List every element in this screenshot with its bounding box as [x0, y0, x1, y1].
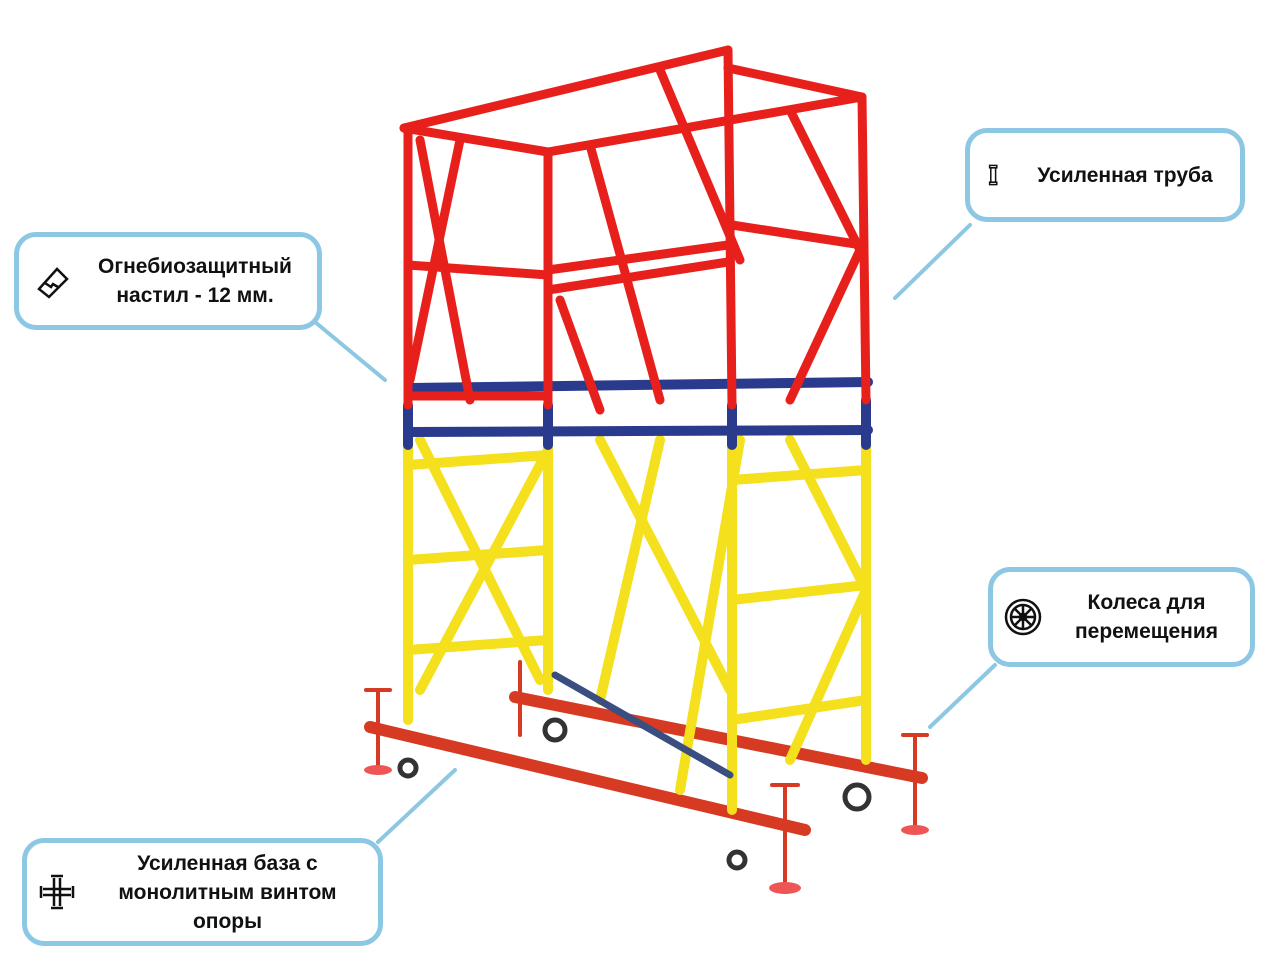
upper-frame: [399, 45, 871, 415]
callout-connectors: [313, 223, 997, 844]
cross-screw-icon: [39, 874, 75, 910]
lower-frame: [403, 435, 871, 815]
callout-pipe: Усиленная труба: [965, 128, 1245, 222]
deck: [403, 377, 873, 450]
base-beams: [364, 691, 928, 836]
callout-line: монолитным винтом: [118, 880, 337, 904]
callout-line: перемещения: [1074, 620, 1219, 643]
callout-pipe-text: Усиленная труба: [1010, 161, 1240, 190]
wheels: [397, 717, 872, 871]
wheel-icon: [1004, 598, 1042, 636]
callout-line: Усиленная труба: [1037, 163, 1213, 187]
callout-line: опоры: [192, 909, 263, 933]
callout-wheels: Колеса для перемещения: [988, 567, 1255, 667]
callout-deck-text: Огнебиозащитный настил - 12 мм.: [73, 252, 317, 310]
callout-line: Огнебиозащитный: [98, 255, 292, 278]
callout-line: Усиленная база с: [137, 851, 318, 875]
deck-board-icon: [37, 267, 69, 299]
pipe-icon: [988, 164, 998, 186]
screw-jacks: [364, 660, 929, 887]
callout-base: Усиленная база с монолитным винтом опоры: [22, 838, 383, 946]
callout-line: Колеса для: [1087, 591, 1206, 614]
callout-deck: Огнебиозащитный настил - 12 мм.: [14, 232, 322, 330]
callout-wheels-text: Колеса для перемещения: [1043, 588, 1250, 646]
callout-line: настил - 12 мм.: [116, 284, 274, 307]
callout-base-text: Усиленная база с монолитным винтом опоры: [77, 849, 378, 936]
